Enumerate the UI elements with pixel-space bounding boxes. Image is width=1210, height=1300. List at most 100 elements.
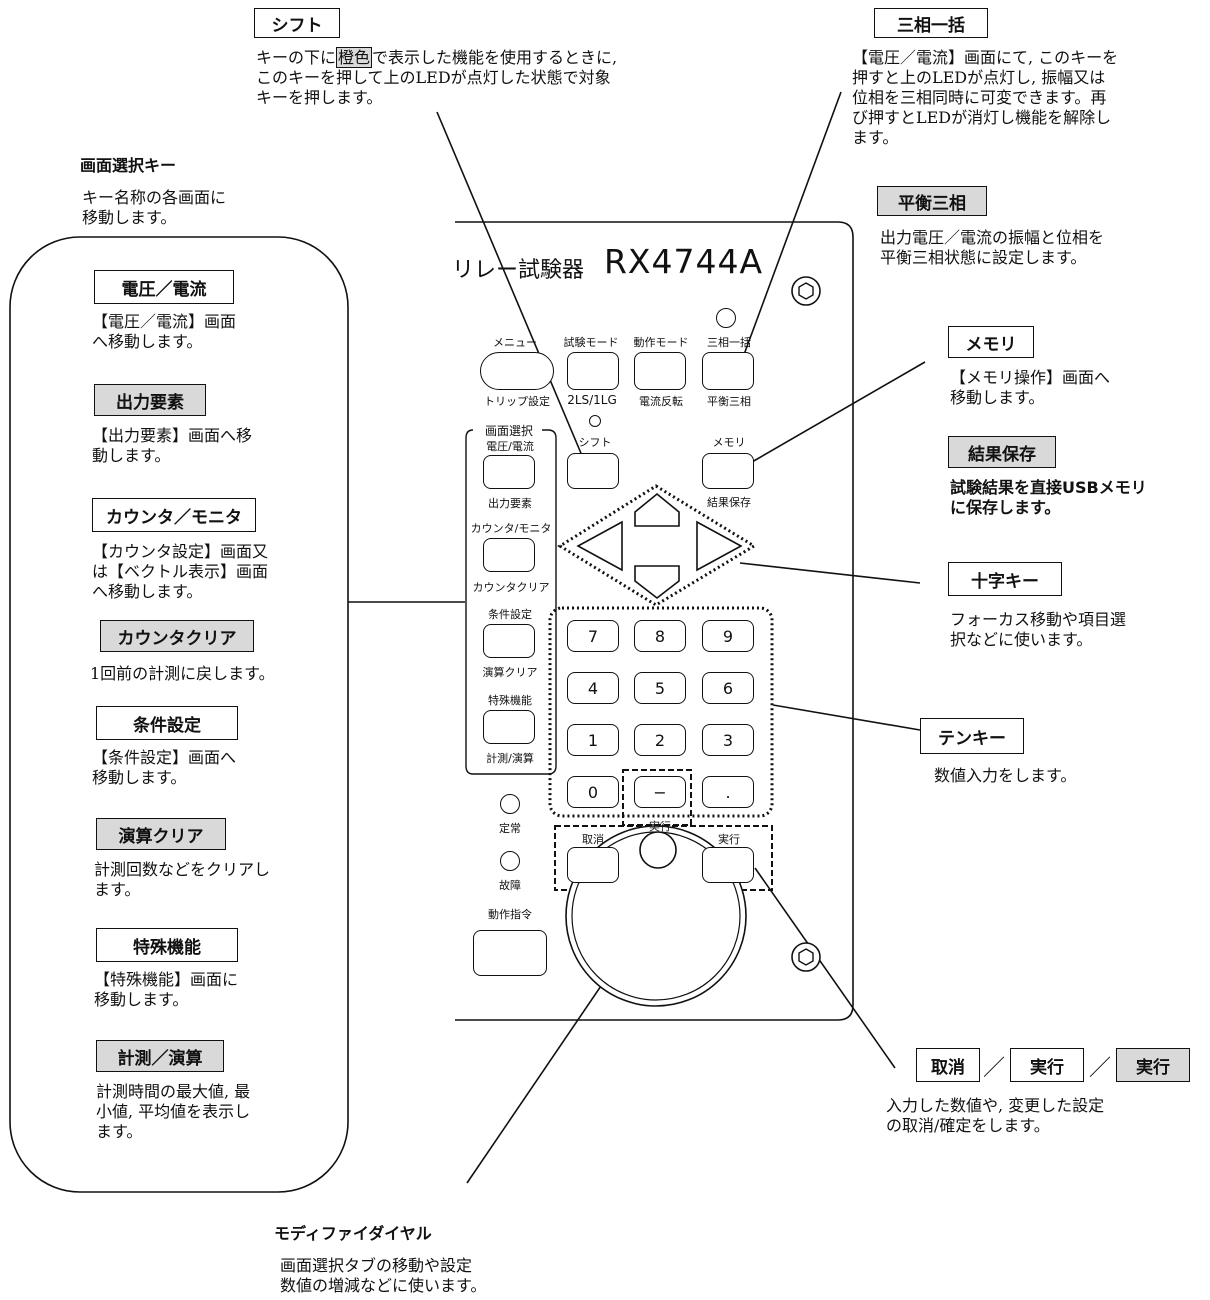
- cond-set-key[interactable]: [483, 624, 535, 658]
- cond-set-key-label: 条件設定: [488, 608, 532, 621]
- cancel-exec-desc: 入力した数値や, 変更した設定 の取消/確定をします。: [886, 1096, 1105, 1135]
- shift-led: [589, 415, 601, 427]
- sanso-led: [716, 308, 736, 328]
- orange-highlight: 橙色: [336, 47, 373, 68]
- screen-select-heading-desc: キー名称の各画面に 移動します。: [82, 188, 227, 227]
- exec-label-2: 実行: [1116, 1048, 1190, 1082]
- result-save-desc: 試験結果を直接USBメモリ に保存します。: [950, 478, 1147, 517]
- cross-key-label: 十字キー: [948, 562, 1062, 596]
- shift-key[interactable]: [567, 453, 619, 489]
- test-mode-label: 試験モード: [563, 336, 619, 349]
- shift-callout-desc: キーの下に橙色で表示した機能を使用するときに, このキーを押して上のLEDが点灯…: [256, 47, 618, 107]
- meas-calc-label: 計測／演算: [96, 1040, 224, 1072]
- volt-cur-desc: 【電圧／電流】画面 へ移動します。: [92, 312, 237, 351]
- test-mode-key[interactable]: [567, 352, 619, 390]
- calc-clr-desc: 計測回数などをクリアし ます。: [94, 860, 271, 899]
- cross-key-frame: [557, 484, 757, 607]
- volt-cur-key-label: 電圧/電流: [486, 440, 534, 453]
- num-key-2[interactable]: 2: [634, 724, 686, 756]
- arrow-left-key: [576, 520, 623, 572]
- out-elem-key-label: 出力要素: [488, 497, 532, 510]
- out-elem-desc: 【出力要素】画面へ移 動します。: [92, 426, 253, 465]
- screw-top: [791, 276, 821, 306]
- num-key-0[interactable]: 0: [567, 776, 619, 808]
- menu-key-label: メニュー: [493, 336, 537, 349]
- meas-calc-key-label: 計測/演算: [486, 752, 534, 765]
- heiko-sanso-label: 平衡三相: [877, 186, 987, 216]
- menu-key[interactable]: [480, 352, 554, 390]
- cur-rev-label: 電流反転: [639, 395, 683, 408]
- separator-1: ／: [983, 1056, 1006, 1081]
- calc-clr-label: 演算クリア: [96, 818, 226, 850]
- num-key-9[interactable]: 9: [702, 620, 754, 652]
- exec-label-1: 実行: [1010, 1048, 1084, 1082]
- cond-set-label: 条件設定: [96, 706, 238, 740]
- cancel-key[interactable]: [567, 847, 619, 883]
- heiko-sanso-desc: 出力電圧／電流の振幅と位相を 平衡三相状態に設定します。: [880, 228, 1105, 267]
- counter-mon-desc: 【カウンタ設定】画面又 は【ベクトル表示】画面 へ移動します。: [92, 542, 269, 601]
- shift-key-label: シフト: [578, 436, 612, 449]
- num-key-minus[interactable]: −: [634, 776, 686, 808]
- counter-mon-key[interactable]: [483, 538, 535, 572]
- counter-clr-key-label: カウンタクリア: [472, 581, 550, 594]
- num-key-3[interactable]: 3: [702, 724, 754, 756]
- special-key[interactable]: [483, 710, 535, 744]
- op-cmd-key[interactable]: [473, 930, 547, 976]
- modify-dial-knob: [639, 831, 677, 869]
- num-key-dot[interactable]: .: [702, 776, 754, 808]
- special-desc: 【特殊機能】画面に 移動します。: [94, 970, 239, 1009]
- cancel-label: 取消: [916, 1048, 980, 1082]
- arrow-right-key: [696, 520, 743, 572]
- out-elem-label: 出力要素: [94, 384, 206, 416]
- num-key-4[interactable]: 4: [567, 672, 619, 704]
- memory-label: メモリ: [948, 326, 1034, 358]
- exec-key-label: 実行: [718, 833, 740, 846]
- num-key-5[interactable]: 5: [634, 672, 686, 704]
- memory-desc: 【メモリ操作】画面へ 移動します。: [950, 368, 1111, 407]
- memory-key-label: メモリ: [712, 436, 746, 449]
- normal-led-label: 定常: [499, 822, 521, 835]
- calc-clr-key-label: 演算クリア: [482, 666, 538, 679]
- cancel-key-label: 取消: [582, 833, 604, 846]
- tenkey-desc: 数値入力をします。: [934, 766, 1077, 785]
- exec-key[interactable]: [702, 847, 754, 883]
- dial-desc: 画面選択タブの移動や設定 数値の増減などに使います。: [280, 1256, 487, 1295]
- tenkey-label: テンキー: [920, 718, 1024, 754]
- screen-select-heading: 画面選択キー: [80, 156, 177, 175]
- arrow-down-key: [634, 565, 680, 600]
- heiko-label: 平衡三相: [707, 395, 751, 408]
- volt-cur-label: 電圧／電流: [94, 270, 234, 304]
- fault-led-label: 故障: [499, 879, 521, 892]
- panel-title-jp: リレー試験器: [452, 258, 585, 283]
- screen-select-bracket: [465, 429, 557, 775]
- result-save-label: 結果保存: [948, 436, 1056, 468]
- memory-key[interactable]: [702, 453, 754, 489]
- sanso-key[interactable]: [702, 352, 754, 390]
- counter-clr-label: カウンタクリア: [100, 620, 254, 652]
- cross-key-desc: フォーカス移動や項目選 択などに使います。: [950, 610, 1127, 649]
- op-mode-key[interactable]: [634, 352, 686, 390]
- op-mode-label: 動作モード: [633, 336, 689, 349]
- ls-lg-label: 2LS/1LG: [567, 393, 617, 407]
- save-key-label: 結果保存: [707, 496, 751, 509]
- volt-cur-key[interactable]: [483, 455, 535, 489]
- dial-label: モディファイダイヤル: [274, 1224, 432, 1243]
- num-key-7[interactable]: 7: [567, 620, 619, 652]
- sanso-ikkatsu-label: 三相一括: [874, 8, 988, 38]
- trip-label: トリップ設定: [484, 395, 550, 408]
- counter-clr-desc: 1回前の計測に戻します。: [90, 664, 275, 683]
- num-key-8[interactable]: 8: [634, 620, 686, 652]
- sanso-ikkatsu-desc: 【電圧／電流】画面にて, このキーを 押すと上のLEDが点灯し, 振幅又は 位相…: [852, 48, 1119, 147]
- num-key-6[interactable]: 6: [702, 672, 754, 704]
- normal-led: [500, 794, 520, 814]
- op-cmd-label: 動作指令: [488, 908, 532, 921]
- arrow-up-key: [634, 492, 680, 527]
- screen-select-title: 画面選択: [476, 422, 542, 439]
- screen-select-group-frame: [9, 236, 349, 1193]
- special-key-label: 特殊機能: [488, 694, 532, 707]
- fault-led: [500, 851, 520, 871]
- panel-outline: [455, 221, 854, 1021]
- num-key-1[interactable]: 1: [567, 724, 619, 756]
